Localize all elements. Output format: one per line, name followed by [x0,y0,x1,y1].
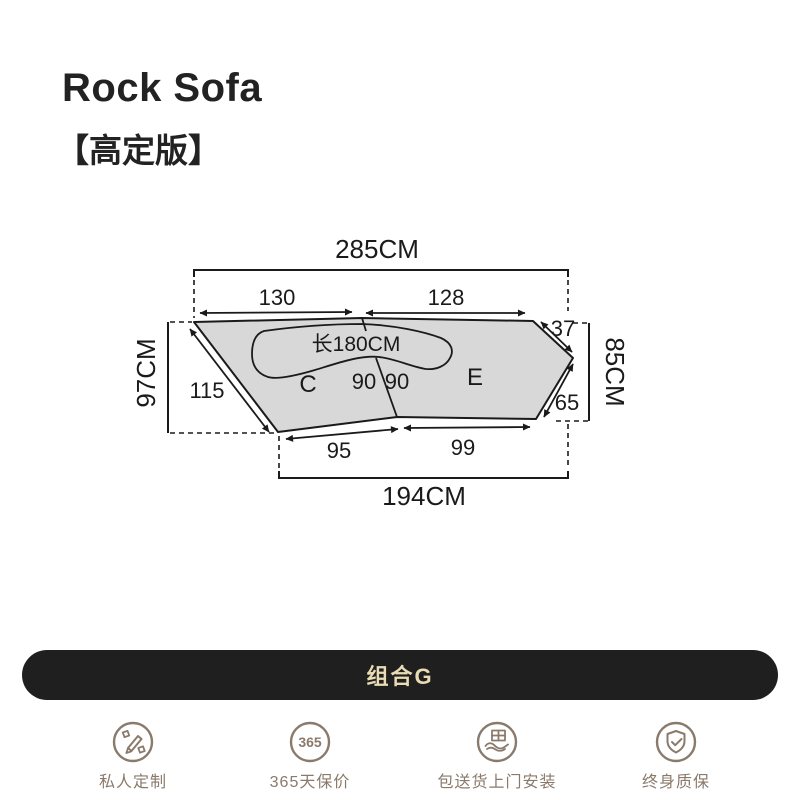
dim-label-right-corner: 65 [555,390,579,415]
dim-arrow-bottom-left-segment [285,426,399,442]
seat-depth-left-label: 90 [352,369,376,394]
combo-g-button[interactable]: 组合G [22,650,778,700]
dim-arrow-left-edge [189,328,270,433]
shield-check-icon [655,721,697,763]
cushion-length-label: 长180CM [312,333,401,356]
dim-bracket-overall-width [193,269,569,277]
product-title: Rock Sofa [62,66,263,110]
footer-label-lifetime-warranty: 终身质保 [641,774,710,791]
pencil-circle-icon [112,721,154,763]
dim-arrow-top-corner [540,321,573,353]
dim-label-overall-width: 285CM [335,234,419,264]
product-subtitle: 【高定版】 [56,132,221,169]
dimension-diagram: 285CM 130 128 37 65 115 95 99 194CM 97CM… [131,234,630,511]
badge-365-icon: 365 [289,721,331,763]
dim-label-top-corner: 37 [551,316,575,341]
seat-depth-right-label: 90 [385,369,409,394]
dim-arrow-right-corner [543,363,574,418]
module-c-label: C [299,371,316,398]
combo-g-label: 组合G [366,664,434,689]
dim-label-left-height: 97CM [131,338,161,407]
hand-box-icon [476,721,518,763]
badge-365-text: 365 [298,734,322,750]
footer-label-price-guarantee: 365天保价 [269,774,351,791]
footer-item-price-guarantee: 365 365天保价 [210,718,410,792]
module-e-label: E [467,364,483,391]
dim-label-top-right-segment: 128 [428,285,465,310]
dim-label-top-left-segment: 130 [259,285,296,310]
dim-arrow-top-left-segment [199,308,353,317]
dim-label-left-edge: 115 [189,378,224,403]
dim-bracket-bottom-width [278,471,569,479]
dim-label-bottom-right-segment: 99 [451,435,475,460]
footer-item-customization: 私人定制 [33,718,233,792]
footer-label-customization: 私人定制 [98,774,167,791]
footer-item-delivery-install: 包送货上门安装 [397,718,597,792]
dim-label-bottom-width: 194CM [382,481,466,511]
footer-item-lifetime-warranty: 终身质保 [576,718,776,792]
dim-label-bottom-left-segment: 95 [327,438,351,463]
footer-label-delivery-install: 包送货上门安装 [437,774,557,791]
dim-arrow-bottom-right-segment [403,423,531,432]
dim-label-right-height: 85CM [600,337,630,406]
